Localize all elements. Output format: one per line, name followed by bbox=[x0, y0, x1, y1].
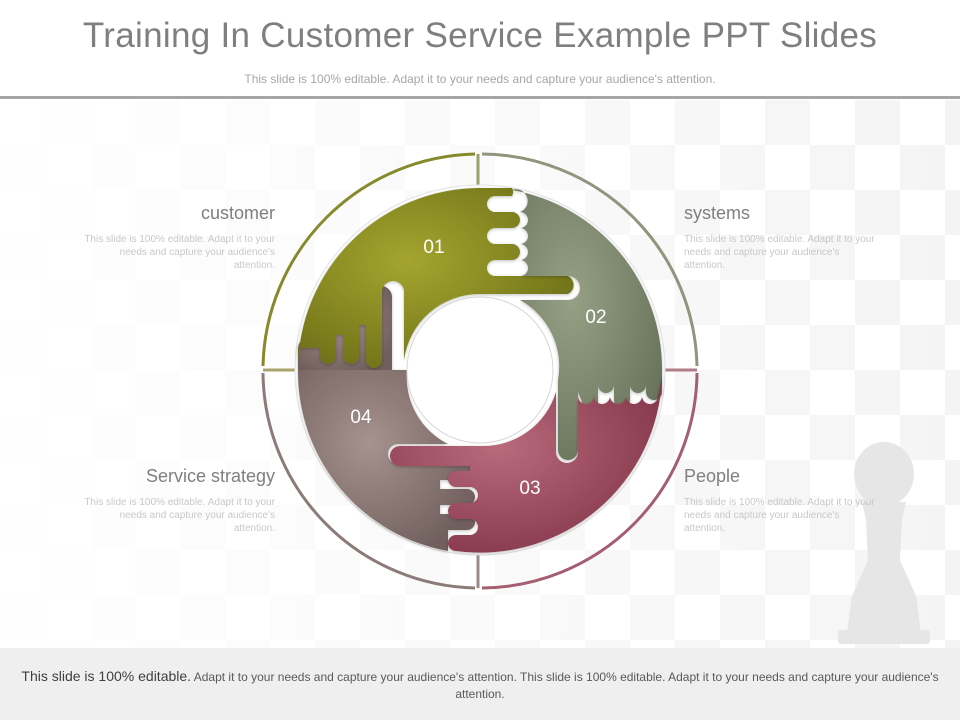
segment-number-01: 01 bbox=[423, 237, 444, 258]
cycle-diagram: 01 02 03 04 bbox=[261, 152, 930, 644]
outer-ring-arc-service bbox=[261, 372, 476, 590]
label-systems: systems bbox=[684, 203, 751, 223]
segment-number-02: 02 bbox=[585, 307, 606, 328]
segment-number-04: 04 bbox=[350, 407, 372, 428]
footer-text: This slide is 100% editable. Adapt it to… bbox=[14, 668, 946, 703]
outer-ring-arc-people bbox=[481, 372, 699, 590]
footer-rest: Adapt it to your needs and capture your … bbox=[191, 670, 939, 701]
page-title: Training In Customer Service Example PPT… bbox=[82, 16, 878, 55]
segment-03 bbox=[390, 376, 662, 553]
segment-02 bbox=[512, 189, 663, 460]
page-subtitle: This slide is 100% editable. Adapt it to… bbox=[244, 72, 716, 86]
desc-customer: This slide is 100% editable. Adapt it to… bbox=[84, 234, 275, 271]
desc-people: This slide is 100% editable. Adapt it to… bbox=[684, 497, 875, 534]
segment-01 bbox=[298, 188, 574, 370]
segment-number-03: 03 bbox=[519, 478, 540, 499]
desc-systems: This slide is 100% editable. Adapt it to… bbox=[684, 234, 875, 271]
label-people: People bbox=[684, 466, 741, 486]
desc-service-strategy: This slide is 100% editable. Adapt it to… bbox=[84, 497, 275, 534]
pawn-icon bbox=[838, 442, 930, 644]
outer-ring-arc-systems bbox=[481, 152, 699, 367]
center-hole bbox=[407, 297, 553, 443]
label-customer: customer bbox=[200, 203, 275, 223]
title-divider bbox=[0, 96, 960, 99]
outer-ring bbox=[261, 152, 699, 590]
footer-band bbox=[0, 648, 960, 720]
outer-ring-arc-customer bbox=[261, 152, 476, 367]
footer-lead: This slide is 100% editable. bbox=[21, 668, 192, 684]
label-service-strategy: Service strategy bbox=[145, 466, 275, 486]
